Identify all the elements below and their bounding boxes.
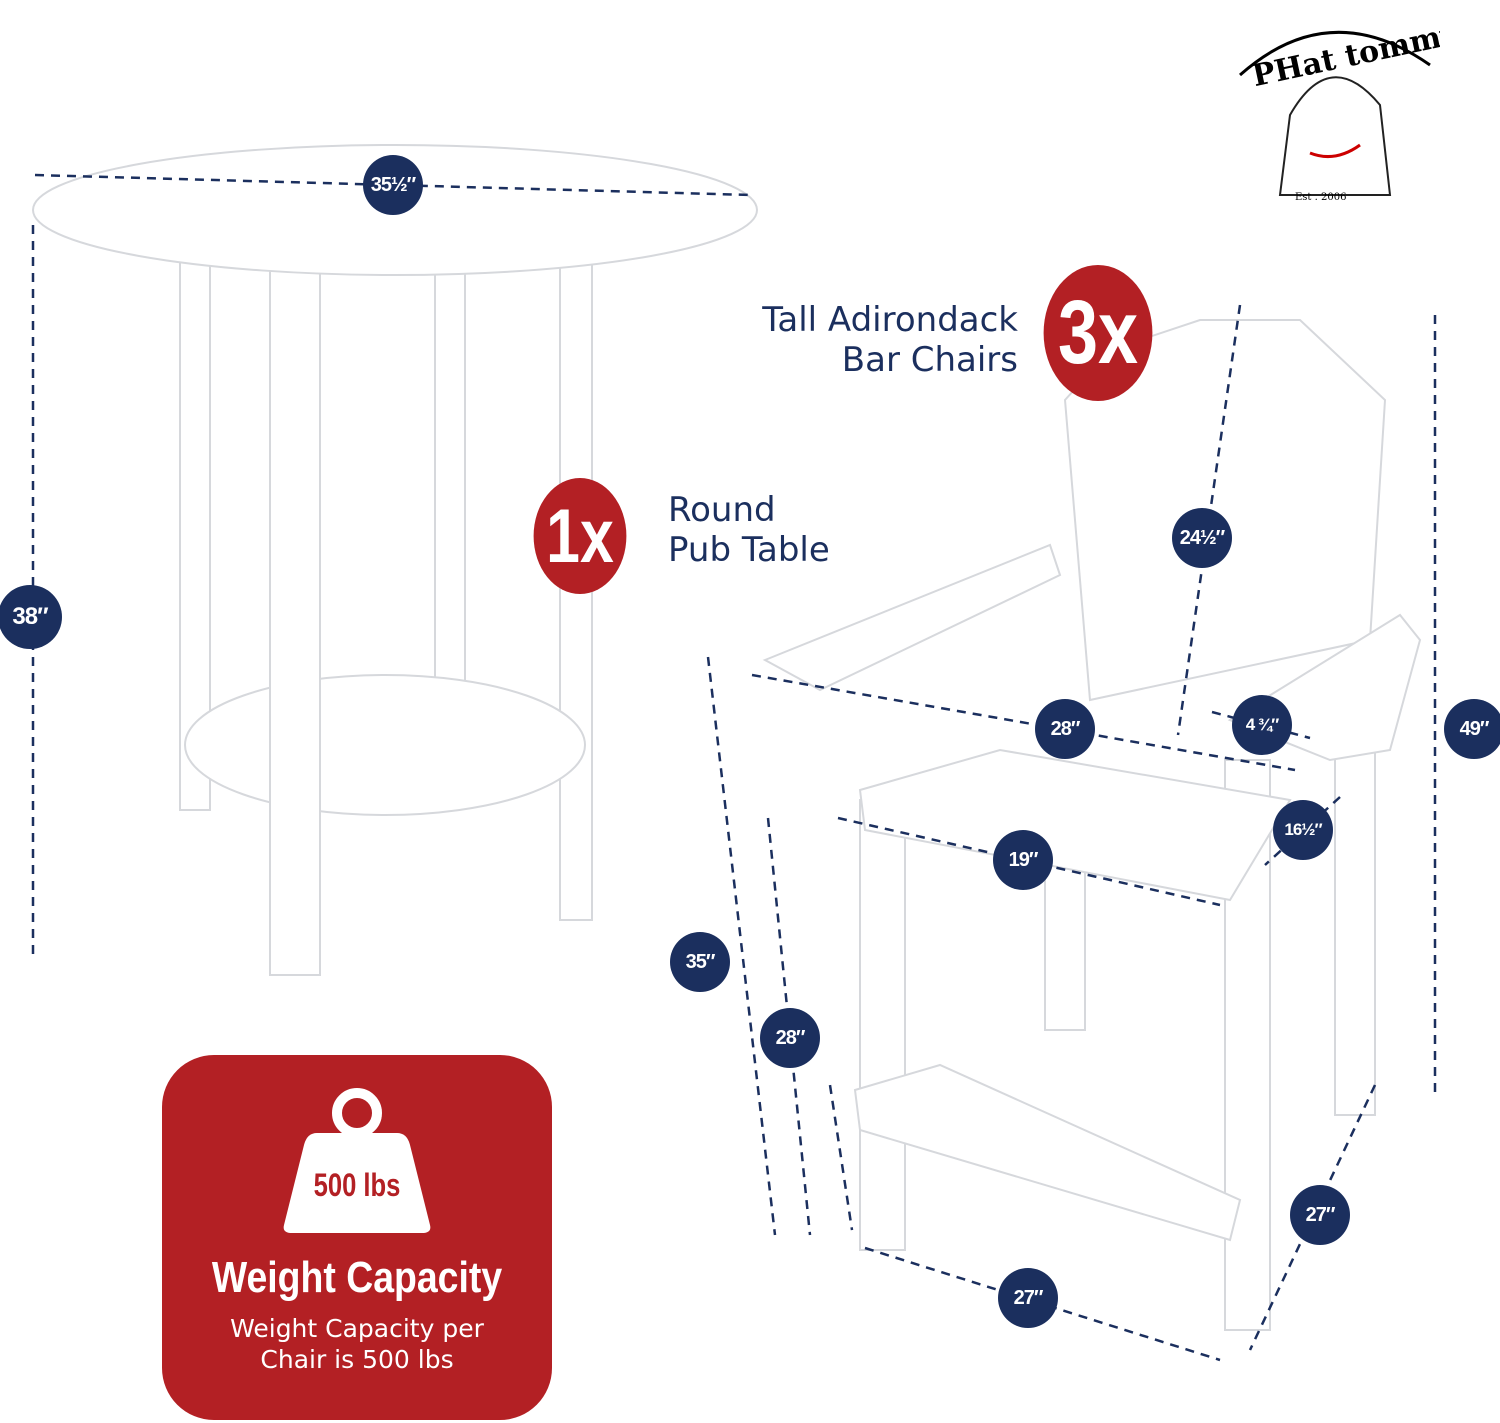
back-height-badge: 24½″	[1172, 508, 1232, 568]
chair-label: Tall Adirondack Bar Chairs	[762, 300, 1018, 380]
arm-width-badge: 28″	[1035, 699, 1095, 759]
table-label: Round Pub Table	[668, 490, 830, 570]
chair-height-badge: 49″	[1444, 699, 1500, 759]
dog-logo-icon: PHat tommy Est . 2006	[1239, 16, 1463, 203]
weight-title: Weight Capacity	[211, 1253, 503, 1302]
weight-description: Weight Capacity per Chair is 500 lbs	[162, 1313, 552, 1375]
seat-width-badge: 19″	[993, 830, 1053, 890]
chair-label-line1: Tall Adirondack	[762, 300, 1018, 340]
arm-depth-badge: 4 ¾″	[1232, 695, 1292, 755]
table-label-line1: Round	[668, 490, 776, 530]
base-width-badge: 27″	[998, 1268, 1058, 1328]
chair-label-line2: Bar Chairs	[841, 340, 1018, 380]
brand-logo: PHat tommy Est . 2006	[1230, 5, 1463, 205]
seat-height-badge: 28″	[760, 1008, 820, 1068]
table-quantity-badge: 1x	[533, 478, 627, 594]
svg-text:PHat tommy: PHat tommy	[1249, 16, 1440, 94]
weight-desc-line1: Weight Capacity per	[230, 1314, 484, 1343]
table-diameter-badge: 35½″	[363, 155, 423, 215]
weight-capacity-panel: 500 lbs Weight Capacity Weight Capacity …	[162, 1055, 552, 1420]
seat-depth-badge: 16½″	[1273, 800, 1333, 860]
base-depth-badge: 27″	[1290, 1185, 1350, 1245]
chair-quantity-badge: 3x	[1043, 265, 1153, 401]
pub-table	[32, 144, 758, 976]
weight-icon	[283, 1088, 431, 1233]
svg-text:Est . 2006: Est . 2006	[1295, 192, 1346, 203]
table-height-badge: 38″	[0, 585, 62, 649]
weight-desc-line2: Chair is 500 lbs	[260, 1345, 454, 1374]
arm-height-badge: 35″	[670, 932, 730, 992]
weight-value: 500 lbs	[313, 1167, 401, 1203]
table-label-line2: Pub Table	[668, 530, 830, 570]
